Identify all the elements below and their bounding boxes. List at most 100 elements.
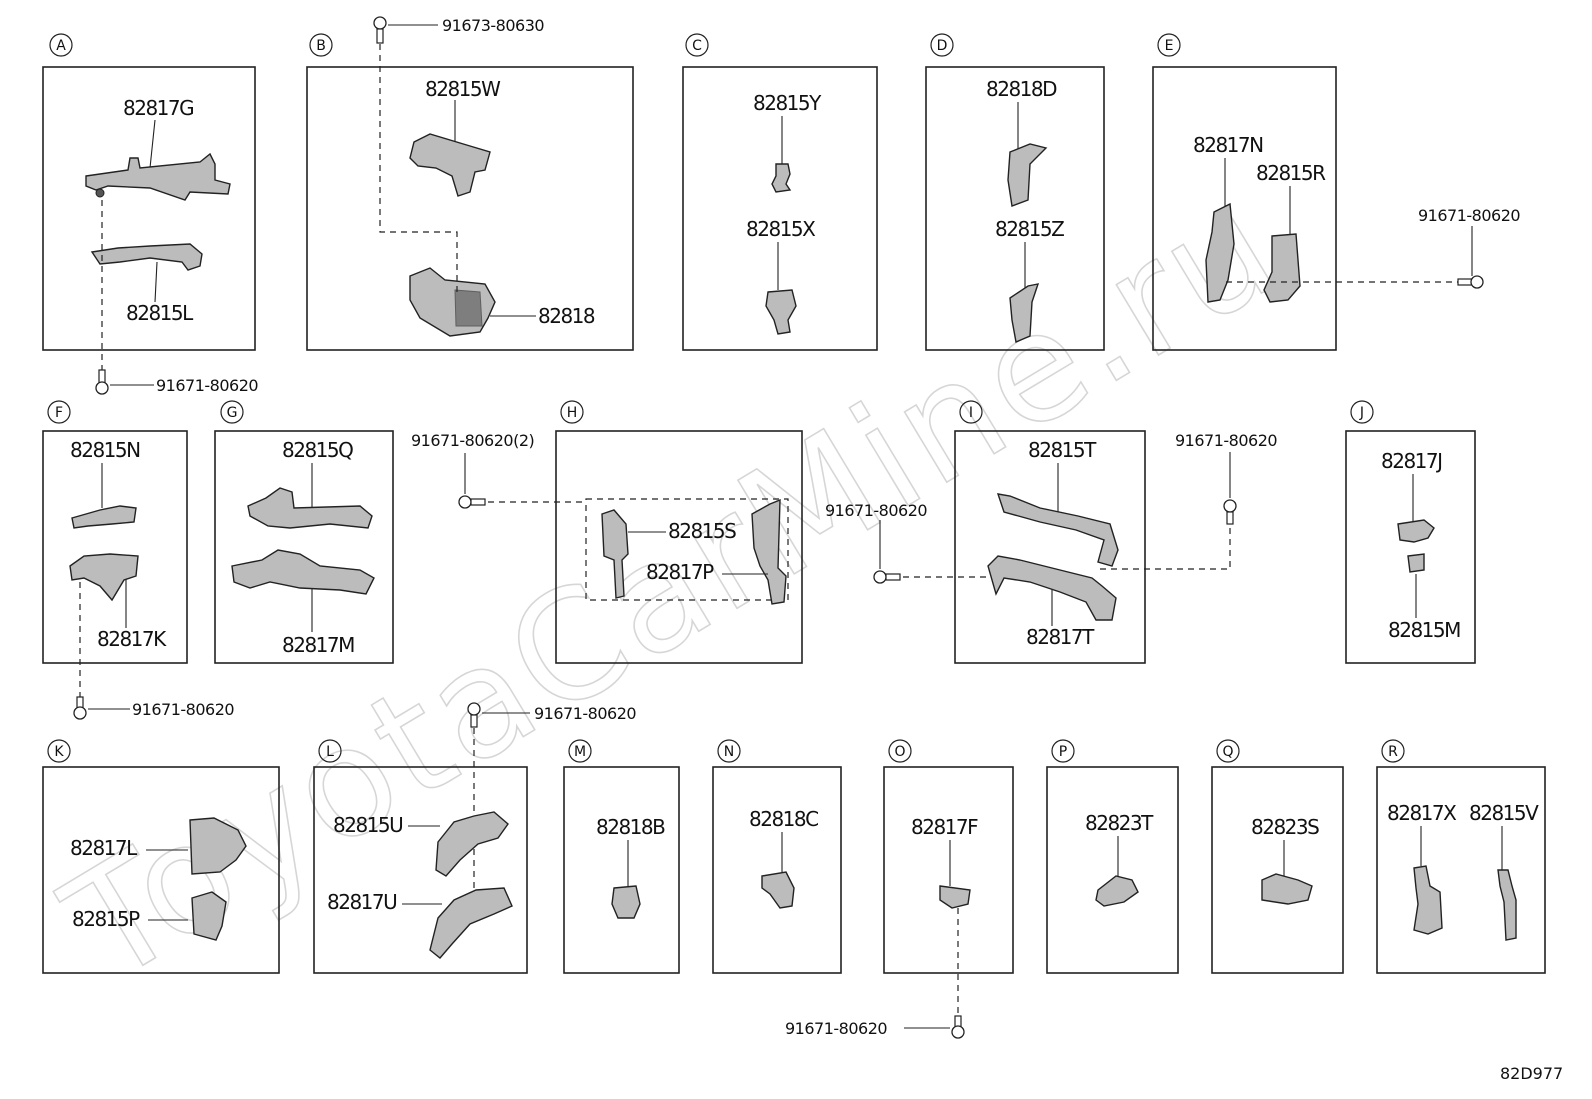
part-label-82815L[interactable]: 82815L	[126, 301, 196, 325]
part-label-82815R[interactable]: 82815R	[1256, 161, 1328, 185]
section-a: 82817G 82815L	[85, 96, 231, 370]
part-label-82815Y[interactable]: 82815Y	[753, 91, 824, 115]
svg-text:E: E	[1165, 38, 1174, 54]
clip-82823T-shape	[1095, 875, 1139, 907]
part-label-82815X[interactable]: 82815X	[746, 217, 818, 241]
bracket-82815P-shape	[191, 891, 227, 941]
part-label-82815Q[interactable]: 82815Q	[282, 438, 355, 462]
section-f-marker: F	[47, 400, 71, 424]
part-label-82818C[interactable]: 82818C	[749, 807, 820, 831]
svg-text:Q: Q	[1222, 744, 1233, 760]
part-label-82815P[interactable]: 82815P	[72, 907, 142, 931]
part-label-82815T[interactable]: 82815T	[1028, 438, 1099, 462]
bolt-o-bottom: 91671-80620	[785, 1015, 965, 1039]
svg-text:N: N	[724, 744, 734, 760]
section-l-marker: L	[318, 739, 342, 763]
part-label-82817K[interactable]: 82817K	[97, 627, 169, 651]
part-label-82818[interactable]: 82818	[538, 304, 596, 328]
bracket-82817X-shape	[1413, 865, 1443, 935]
svg-text:A: A	[56, 38, 66, 54]
section-f-box	[42, 430, 188, 664]
part-label-82817F[interactable]: 82817F	[911, 815, 980, 839]
bracket-82815N-shape	[71, 505, 137, 529]
part-label-82817N[interactable]: 82817N	[1193, 133, 1264, 157]
fastener-label-i-right[interactable]: 91671-80620	[1175, 431, 1278, 450]
svg-text:M: M	[574, 744, 586, 760]
section-p-box	[1046, 766, 1179, 974]
svg-text:R: R	[1388, 744, 1398, 760]
fastener-label-b-top[interactable]: 91673-80630	[442, 16, 545, 35]
svg-text:I: I	[969, 405, 973, 421]
clip-82815M-shape	[1407, 553, 1425, 573]
section-o-box	[883, 766, 1014, 974]
section-c: 82815Y 82815X	[746, 91, 824, 335]
part-label-82818D[interactable]: 82818D	[986, 77, 1059, 101]
section-o-marker: O	[888, 739, 912, 763]
svg-text:C: C	[692, 38, 702, 54]
bolt-a-bottom: 91671-80620	[95, 369, 259, 395]
section-a-box	[42, 66, 256, 351]
part-label-82817L[interactable]: 82817L	[70, 836, 140, 860]
section-g: 82815Q 82817M	[231, 438, 375, 657]
part-label-82815N[interactable]: 82815N	[70, 438, 141, 462]
section-h-marker: H	[560, 400, 584, 424]
bracket-82815Z-shape	[1009, 283, 1040, 343]
bracket-82817P-shape	[751, 498, 787, 605]
svg-text:D: D	[937, 38, 948, 54]
fastener-label-o-bottom[interactable]: 91671-80620	[785, 1019, 888, 1038]
bracket-82817G-shape	[85, 152, 231, 201]
svg-text:F: F	[55, 405, 63, 421]
clip-82818B-shape	[611, 885, 641, 919]
fastener-label-e-side[interactable]: 91671-80620	[1418, 206, 1521, 225]
section-d-box	[925, 66, 1105, 351]
part-label-82823S[interactable]: 82823S	[1251, 815, 1321, 839]
section-k: 82817L 82815P	[70, 817, 247, 941]
part-label-82817J[interactable]: 82817J	[1381, 449, 1443, 473]
section-q-box	[1211, 766, 1344, 974]
section-g-box	[214, 430, 394, 664]
part-label-82817G[interactable]: 82817G	[123, 96, 195, 120]
part-label-82815M[interactable]: 82815M	[1388, 618, 1462, 642]
section-b-marker: B	[309, 33, 333, 57]
part-label-82815W[interactable]: 82815W	[425, 77, 503, 101]
part-label-82815S[interactable]: 82815S	[668, 519, 738, 543]
part-label-82817P[interactable]: 82817P	[646, 560, 716, 584]
bolt-e-side: 91671-80620	[1418, 206, 1521, 289]
section-q-marker: Q	[1216, 739, 1240, 763]
fastener-label-f-bottom[interactable]: 91671-80620	[132, 700, 235, 719]
section-m-box	[563, 766, 680, 974]
section-e-box	[1152, 66, 1337, 351]
section-n-marker: N	[717, 739, 741, 763]
part-label-82823T[interactable]: 82823T	[1085, 811, 1156, 835]
section-letters: A B C D E F G H I J K L M N O P Q R	[47, 33, 1405, 763]
clip-82815X-shape	[765, 289, 797, 335]
section-c-marker: C	[685, 33, 709, 57]
bolt-i-left: 91671-80620	[825, 501, 928, 584]
fastener-label-h-left[interactable]: 91671-80620(2)	[411, 431, 535, 450]
fastener-label-l-top[interactable]: 91671-80620	[534, 704, 637, 723]
fastener-label-i-left[interactable]: 91671-80620	[825, 501, 928, 520]
part-label-82817X[interactable]: 82817X	[1387, 801, 1459, 825]
section-p-marker: P	[1051, 739, 1075, 763]
part-label-82817U[interactable]: 82817U	[327, 890, 398, 914]
svg-text:K: K	[54, 744, 64, 760]
fastener-label-a-bottom[interactable]: 91671-80620	[156, 376, 259, 395]
bolt-l-top: 91671-80620	[467, 702, 637, 900]
part-label-82815Z[interactable]: 82815Z	[995, 217, 1066, 241]
part-label-82815U[interactable]: 82815U	[333, 813, 404, 837]
section-j: 82817J 82815M	[1381, 449, 1462, 642]
bracket-82817U-shape	[429, 887, 513, 959]
part-label-82817T[interactable]: 82817T	[1026, 625, 1097, 649]
section-k-box	[42, 766, 280, 974]
part-label-82817M[interactable]: 82817M	[282, 633, 356, 657]
section-i-marker: I	[959, 400, 983, 424]
svg-text:P: P	[1059, 744, 1067, 760]
svg-text:B: B	[316, 38, 326, 54]
bracket-82817T-shape	[987, 555, 1117, 621]
part-label-82815V[interactable]: 82815V	[1469, 801, 1541, 825]
section-r-marker: R	[1381, 739, 1405, 763]
svg-text:J: J	[1359, 405, 1364, 421]
bracket-82818D-shape	[1007, 143, 1048, 207]
bolt-i-right: 91671-80620	[1175, 431, 1278, 525]
part-label-82818B[interactable]: 82818B	[596, 815, 667, 839]
